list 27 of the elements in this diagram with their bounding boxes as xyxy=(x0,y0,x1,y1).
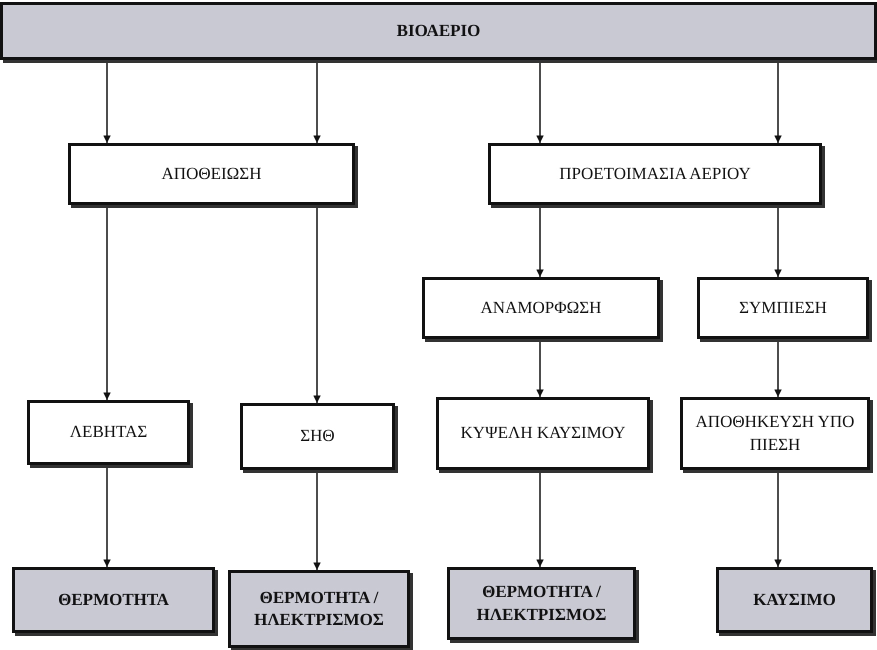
title-bar: ΒΙΟΑΕΡΙΟ xyxy=(0,2,877,60)
arrow xyxy=(103,205,111,400)
process-box: ΚΥΨΕΛΗ ΚΑΥΣΙΜΟΥ xyxy=(436,397,650,470)
output-box: ΘΕΡΜΟΤΗΤΑ xyxy=(12,567,215,633)
arrow xyxy=(536,470,544,567)
arrow xyxy=(536,339,544,397)
process-box: ΑΠΟΘΗΚΕΥΣΗ ΥΠΟ ΠΙΕΣΗ xyxy=(680,397,870,470)
arrow xyxy=(536,205,544,277)
arrow xyxy=(774,63,782,143)
arrow xyxy=(313,470,321,570)
arrow xyxy=(103,63,111,143)
process-box: ΛΕΒΗΤΑΣ xyxy=(27,400,190,465)
output-box: ΘΕΡΜΟΤΗΤΑ / ΗΛΕΚΤΡΙΣΜΟΣ xyxy=(228,570,410,648)
arrow xyxy=(774,205,782,277)
arrow xyxy=(103,465,111,567)
arrow xyxy=(536,63,544,143)
process-box: ΣΗΘ xyxy=(240,403,395,470)
process-box: ΑΝΑΜΟΡΦΩΣΗ xyxy=(422,277,660,339)
arrow xyxy=(774,339,782,397)
output-box: ΚΑΥΣΙΜΟ xyxy=(716,567,873,633)
process-box: ΑΠΟΘΕΙΩΣΗ xyxy=(68,143,355,205)
output-box: ΘΕΡΜΟΤΗΤΑ / ΗΛΕΚΤΡΙΣΜΟΣ xyxy=(447,567,636,640)
process-box: ΠΡΟΕΤΟΙΜΑΣΙΑ ΑΕΡΙΟΥ xyxy=(488,143,822,205)
arrow xyxy=(313,63,321,143)
process-box: ΣΥΜΠΙΕΣΗ xyxy=(697,277,869,339)
arrow xyxy=(313,205,321,403)
arrow xyxy=(774,470,782,567)
